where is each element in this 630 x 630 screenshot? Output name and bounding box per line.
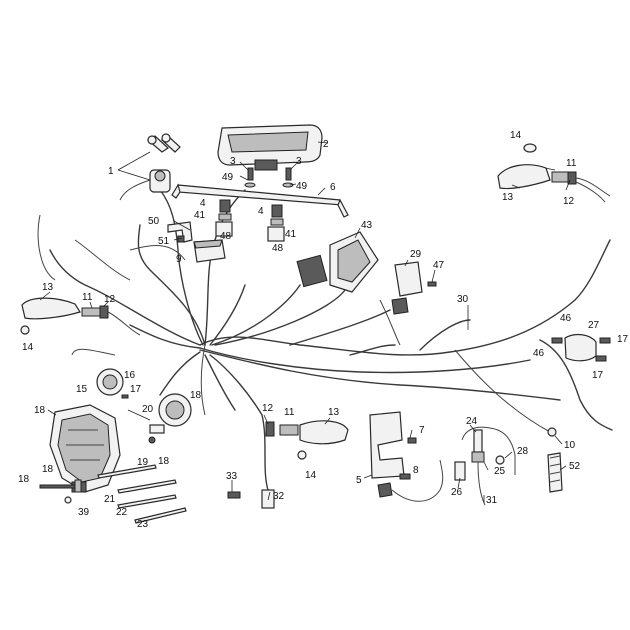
callout-13-center: 13	[328, 407, 340, 418]
callout-3-left: 3	[230, 156, 236, 167]
callout-17-right-bottom: 17	[592, 370, 604, 381]
callout-15: 15	[76, 384, 88, 395]
callout-30: 30	[457, 294, 469, 305]
callout-11-center: 11	[284, 407, 295, 418]
callout-14-top-right: 14	[510, 130, 522, 141]
bracket-50	[167, 221, 193, 243]
callout-41-right: 41	[285, 229, 297, 240]
callout-1: 1	[108, 166, 114, 177]
callout-49-left: 49	[222, 172, 234, 183]
callout-18-bottom-left-lower: 18	[18, 474, 30, 485]
callout-48-left: 48	[220, 231, 232, 242]
callout-29: 29	[410, 249, 422, 260]
callout-21: 21	[104, 494, 116, 505]
callout-9: 9	[176, 254, 182, 265]
callout-32: 32	[273, 491, 285, 502]
relays-right	[267, 204, 285, 242]
callout-47: 47	[433, 260, 445, 271]
callout-22: 22	[116, 507, 128, 518]
dash-bracket	[171, 183, 349, 218]
callout-4-left: 4	[200, 198, 206, 209]
headlight-assembly	[49, 404, 121, 493]
callout-5: 5	[356, 475, 362, 486]
callout-11-left: 11	[82, 292, 93, 303]
callout-31: 31	[486, 495, 498, 506]
callout-12-top-right: 12	[563, 196, 575, 207]
dash-screws	[244, 167, 294, 188]
callout-28: 28	[517, 446, 529, 457]
callout-17-right-top: 17	[617, 334, 629, 345]
callout-18-horn: 18	[190, 390, 202, 401]
turn-signal-right-top	[497, 143, 611, 203]
turn-signal-center	[265, 420, 349, 460]
callout-13-left: 13	[42, 282, 54, 293]
callout-3-right: 3	[296, 156, 302, 167]
callout-12-left: 12	[104, 294, 116, 305]
callout-2: 2	[323, 139, 329, 150]
unit-27	[551, 333, 611, 362]
turn-signal-left	[20, 297, 141, 336]
callout-25: 25	[494, 466, 506, 477]
callout-19: 19	[137, 457, 149, 468]
module-9	[193, 239, 226, 263]
callout-33: 33	[226, 471, 238, 482]
callout-51: 51	[158, 236, 170, 247]
callout-11-top-right: 11	[566, 158, 577, 169]
callout-43: 43	[361, 220, 373, 231]
control-unit-43	[296, 231, 379, 293]
callout-18-headlight: 18	[34, 405, 46, 416]
callout-18-bottom-left-upper: 18	[42, 464, 54, 475]
callout-26: 26	[451, 487, 463, 498]
callout-8: 8	[413, 465, 419, 476]
callout-49-right: 49	[296, 181, 308, 192]
callout-52: 52	[569, 461, 581, 472]
callout-41-left: 41	[194, 210, 206, 221]
ignition-switch	[146, 133, 181, 193]
callout-14-center: 14	[305, 470, 317, 481]
callout-50: 50	[148, 216, 160, 227]
callout-4-right: 4	[258, 206, 264, 217]
sensor-assembly	[454, 426, 516, 506]
cable-ties	[97, 464, 187, 524]
callout-17-left: 17	[130, 384, 142, 395]
callout-20: 20	[142, 404, 154, 415]
callout-7: 7	[419, 425, 425, 436]
callout-10: 10	[564, 440, 576, 451]
leader-lines	[39, 141, 571, 503]
relays-left	[215, 199, 233, 237]
callout-18-bulb: 18	[158, 456, 170, 467]
connector-33	[227, 489, 275, 509]
callout-6: 6	[330, 182, 336, 193]
callout-13-top-right: 13	[502, 192, 514, 203]
callout-46-bottom: 46	[533, 348, 545, 359]
callout-46-top: 46	[560, 313, 572, 324]
callout-24: 24	[466, 416, 478, 427]
callout-39: 39	[78, 507, 90, 518]
relay-29	[391, 261, 437, 315]
callout-16: 16	[124, 370, 136, 381]
callout-27: 27	[588, 320, 600, 331]
horn-20	[148, 393, 192, 444]
callout-14-left: 14	[22, 342, 34, 353]
mount-bracket-5	[369, 411, 444, 502]
callout-23: 23	[137, 519, 149, 530]
screws-bottom-left	[39, 479, 82, 504]
callout-12-center: 12	[262, 403, 274, 414]
callout-48-right: 48	[272, 243, 284, 254]
instrument-cluster	[217, 124, 323, 171]
bulb-holder-15	[96, 368, 129, 399]
main-wiring-harness	[37, 179, 613, 491]
connector-52	[547, 427, 563, 493]
callout-labels: 1 2 3 3 49 49 6 14 11 13 12 4 4 41 41 50…	[18, 130, 629, 530]
